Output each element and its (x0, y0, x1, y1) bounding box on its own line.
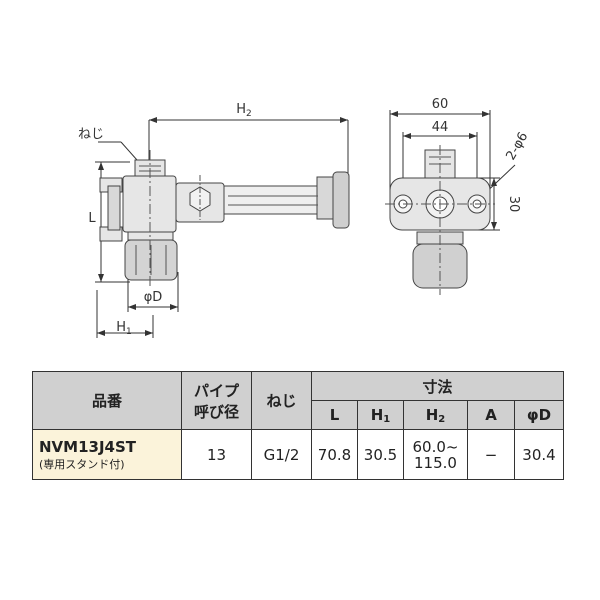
header-l: L (311, 400, 358, 430)
l-label: L (88, 211, 96, 226)
cell-product: NVM13J4ST (専用スタンド付) (32, 429, 182, 480)
cell-pipe-size: 13 (181, 429, 252, 480)
header-a: A (467, 400, 515, 430)
cell-h1: 30.5 (357, 429, 404, 480)
header-h1-sub: 1 (383, 413, 391, 425)
cell-l: 70.8 (311, 429, 358, 480)
front-view (385, 110, 516, 295)
width-label: 60 (432, 97, 449, 112)
header-thread: ねじ (251, 371, 312, 430)
cell-a: − (467, 429, 515, 480)
header-pipe-size-line2: 呼び径 (193, 402, 239, 421)
header-pipe-size: パイプ 呼び径 (181, 371, 252, 430)
header-h2-text: H (425, 405, 439, 424)
table-row: NVM13J4ST (専用スタンド付) 13 G1/2 70.8 30.5 60… (32, 429, 564, 480)
header-d: φD (514, 400, 564, 430)
product-note: (専用スタンド付) (39, 457, 125, 471)
header-h1-text: H (370, 405, 384, 424)
header-pipe-size-line1: パイプ (193, 381, 239, 400)
header-dimensions: 寸法 (311, 371, 564, 401)
product-number: NVM13J4ST (39, 437, 137, 456)
thread-label: ねじ (78, 127, 104, 142)
cell-h2: 60.0~ 115.0 (403, 429, 468, 480)
header-h1: H1 (357, 400, 404, 430)
header-h2-sub: 2 (438, 413, 446, 425)
technical-drawing: H2 L φD H1 ねじ 60 44 2-φ6 30 (78, 97, 531, 338)
cell-h2-line1: 60.0~ (412, 437, 459, 456)
h1-label: H1 (116, 320, 132, 337)
header-product-number: 品番 (32, 371, 182, 430)
height-label: 30 (506, 196, 521, 213)
side-view (95, 117, 350, 338)
pitch-label: 44 (432, 120, 449, 135)
header-h2: H2 (403, 400, 468, 430)
h2-label: H2 (236, 102, 252, 119)
spec-table: 品番 パイプ 呼び径 ねじ 寸法 L H1 H2 A φD NVM13J4ST … (32, 371, 564, 480)
d-label: φD (144, 290, 163, 305)
cell-h2-line2: 115.0 (414, 453, 457, 472)
cell-d: 30.4 (514, 429, 564, 480)
holes-label: 2-φ6 (503, 130, 531, 163)
cell-thread: G1/2 (251, 429, 312, 480)
